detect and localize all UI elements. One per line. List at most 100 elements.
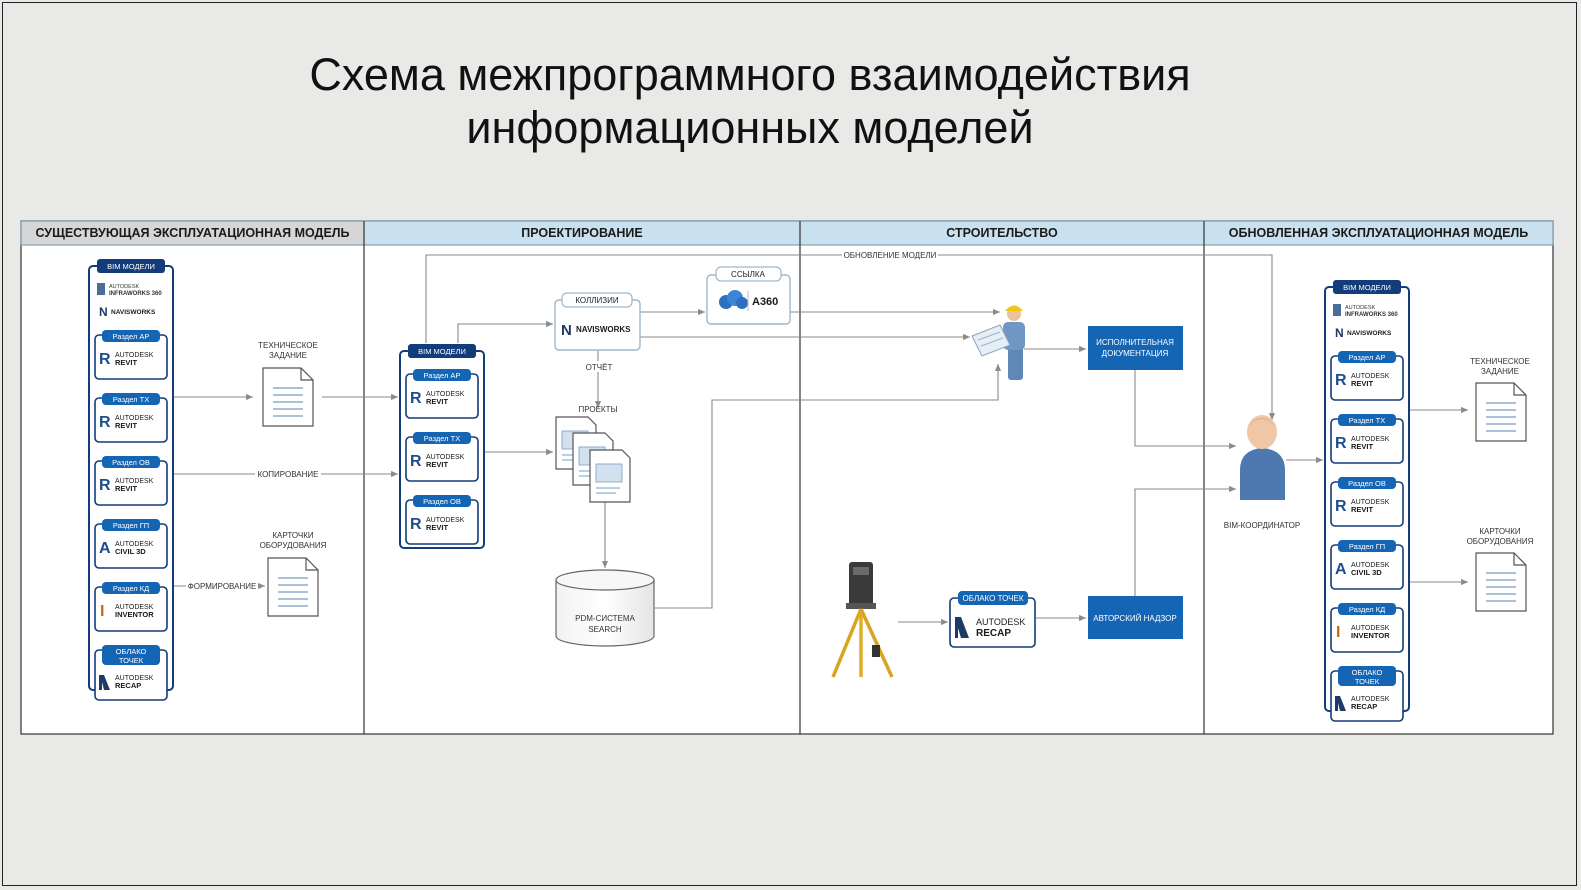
arrow-bim-to-navisworks bbox=[457, 320, 553, 343]
infraworks-autodesk: AUTODESK bbox=[109, 284, 139, 290]
recap-cloud-label: ОБЛАКО ТОЧЕК bbox=[963, 594, 1024, 603]
section-label: Раздел ТХ bbox=[424, 434, 460, 443]
bim-header-tab bbox=[1333, 280, 1401, 294]
revit-icon: R bbox=[1335, 372, 1347, 389]
recap-cloud-box: ОБЛАКО ТОЧЕК AUTODESK RECAP bbox=[949, 591, 1036, 648]
section-tab bbox=[102, 519, 160, 531]
inventor-icon: I bbox=[1336, 624, 1340, 641]
revit-icon: R bbox=[1335, 498, 1347, 515]
recap-label: RECAP bbox=[115, 681, 141, 690]
autodesk-label: AUTODESK bbox=[115, 541, 154, 548]
recap-name: RECAP bbox=[976, 628, 1011, 639]
revit-label: REVIT bbox=[115, 484, 138, 493]
pdm-label-1: PDM-СИСТЕМА bbox=[575, 614, 635, 623]
autodesk-label: AUTODESK bbox=[115, 604, 154, 611]
section-label: Раздел ТХ bbox=[1349, 416, 1385, 425]
lane-title-existing: СУЩЕСТВУЮЩАЯ ЭКСПЛУАТАЦИОННАЯ МОДЕЛЬ bbox=[35, 226, 349, 240]
revit-icon: R bbox=[99, 477, 111, 494]
section-label: ОБЛАКО bbox=[1352, 668, 1383, 677]
section-tab bbox=[1338, 540, 1396, 552]
laser-scanner-icon bbox=[831, 562, 894, 678]
a360-link-box: ССЫЛКА A360 bbox=[706, 266, 791, 325]
inventor-label: INVENTOR bbox=[1351, 631, 1390, 640]
tech-spec-document-icon bbox=[262, 367, 314, 427]
civil3d-icon: A bbox=[1335, 561, 1347, 578]
section-label: ТОЧЕК bbox=[1355, 677, 1380, 686]
bim-coordinator-icon: BIM-КООРДИНАТОР bbox=[1224, 415, 1300, 530]
section-label: Раздел ГП bbox=[113, 521, 149, 530]
lane-header-updated bbox=[1203, 220, 1554, 246]
infraworks-autodesk: AUTODESK bbox=[1345, 305, 1375, 311]
bim-header-label: BIM МОДЕЛИ bbox=[418, 347, 466, 356]
inventor-icon: I bbox=[100, 603, 104, 620]
autodesk-label: AUTODESK bbox=[1351, 562, 1390, 569]
tech-spec-label-2: ЗАДАНИЕ bbox=[269, 351, 307, 360]
revit-icon: R bbox=[99, 351, 111, 368]
revit-icon: R bbox=[1335, 435, 1347, 452]
autodesk-label: AUTODESK bbox=[115, 415, 154, 422]
autodesk-label: AUTODESK bbox=[1351, 499, 1390, 506]
bim-header-tab bbox=[97, 259, 165, 273]
infraworks-label: INFRAWORKS 360 bbox=[1345, 312, 1398, 318]
section-label: Раздел КД bbox=[1349, 605, 1385, 614]
recap-icon bbox=[955, 617, 969, 638]
lane-header-existing bbox=[20, 220, 365, 246]
link-label: ССЫЛКА bbox=[731, 270, 766, 279]
section-tab bbox=[102, 582, 160, 594]
coordinator-label: BIM-КООРДИНАТОР bbox=[1224, 521, 1300, 530]
section-tab bbox=[413, 495, 471, 507]
revit-label: REVIT bbox=[1351, 442, 1374, 451]
revit-icon: R bbox=[410, 390, 422, 407]
navisworks-label: NAVISWORKS bbox=[111, 309, 156, 316]
section-label: Раздел АР bbox=[1349, 353, 1386, 362]
engineer-icon bbox=[971, 305, 1025, 380]
equipment-cards-label-2: ОБОРУДОВАНИЯ bbox=[260, 541, 327, 550]
section-label: Раздел КД bbox=[113, 584, 149, 593]
tech-spec-updated-label-2: ЗАДАНИЕ bbox=[1481, 367, 1519, 376]
infraworks-icon bbox=[97, 283, 105, 295]
tech-spec-updated-label-1: ТЕХНИЧЕСКОЕ bbox=[1470, 357, 1530, 366]
revit-icon: R bbox=[99, 414, 111, 431]
section-tab bbox=[1338, 351, 1396, 363]
label-form: ФОРМИРОВАНИЕ bbox=[188, 582, 257, 591]
section-label: Раздел ОВ bbox=[1348, 479, 1386, 488]
label-update-model: ОБНОВЛЕНИЕ МОДЕЛИ bbox=[844, 251, 937, 260]
revit-label: REVIT bbox=[1351, 379, 1374, 388]
lane-header-design bbox=[363, 220, 801, 246]
lane-title-updated: ОБНОВЛЕННАЯ ЭКСПЛУАТАЦИОННАЯ МОДЕЛЬ bbox=[1229, 226, 1528, 240]
section-label: Раздел ТХ bbox=[113, 395, 149, 404]
autodesk-label: AUTODESK bbox=[1351, 625, 1390, 632]
equipment-cards-document-icon bbox=[267, 557, 319, 617]
projects-stack bbox=[555, 416, 631, 503]
autodesk-label: AUTODESK bbox=[115, 478, 154, 485]
pdm-system-cylinder: PDM-СИСТЕМА SEARCH bbox=[555, 569, 655, 647]
arrow-supervision-to-coordinator bbox=[1134, 485, 1236, 596]
navisworks-label: NAVISWORKS bbox=[1347, 330, 1392, 337]
revit-icon: R bbox=[410, 453, 422, 470]
section-label: ОБЛАКО bbox=[116, 647, 147, 656]
section-tab bbox=[102, 645, 160, 665]
section-label: ТОЧЕК bbox=[119, 656, 144, 665]
arrow-pdm-to-engineer bbox=[655, 364, 1002, 609]
autodesk-label: AUTODESK bbox=[426, 454, 465, 461]
label-projects: ПРОЕКТЫ bbox=[578, 405, 617, 414]
revit-icon: R bbox=[410, 516, 422, 533]
lane-title-construction: СТРОИТЕЛЬСТВО bbox=[946, 226, 1058, 240]
revit-label: REVIT bbox=[1351, 505, 1374, 514]
autodesk-label: AUTODESK bbox=[1351, 696, 1390, 703]
recap-label: RECAP bbox=[1351, 702, 1377, 711]
collisions-navisworks-label: NAVISWORKS bbox=[576, 325, 631, 334]
section-tab bbox=[1338, 414, 1396, 426]
recap-icon bbox=[1335, 696, 1346, 711]
section-tab bbox=[413, 369, 471, 381]
tech-spec-label-1: ТЕХНИЧЕСКОЕ bbox=[258, 341, 318, 350]
revit-label: REVIT bbox=[426, 397, 449, 406]
section-tab bbox=[1338, 477, 1396, 489]
navisworks-icon: N bbox=[1335, 326, 1344, 340]
revit-label: REVIT bbox=[426, 460, 449, 469]
section-label: Раздел АР bbox=[424, 371, 461, 380]
revit-label: REVIT bbox=[115, 421, 138, 430]
